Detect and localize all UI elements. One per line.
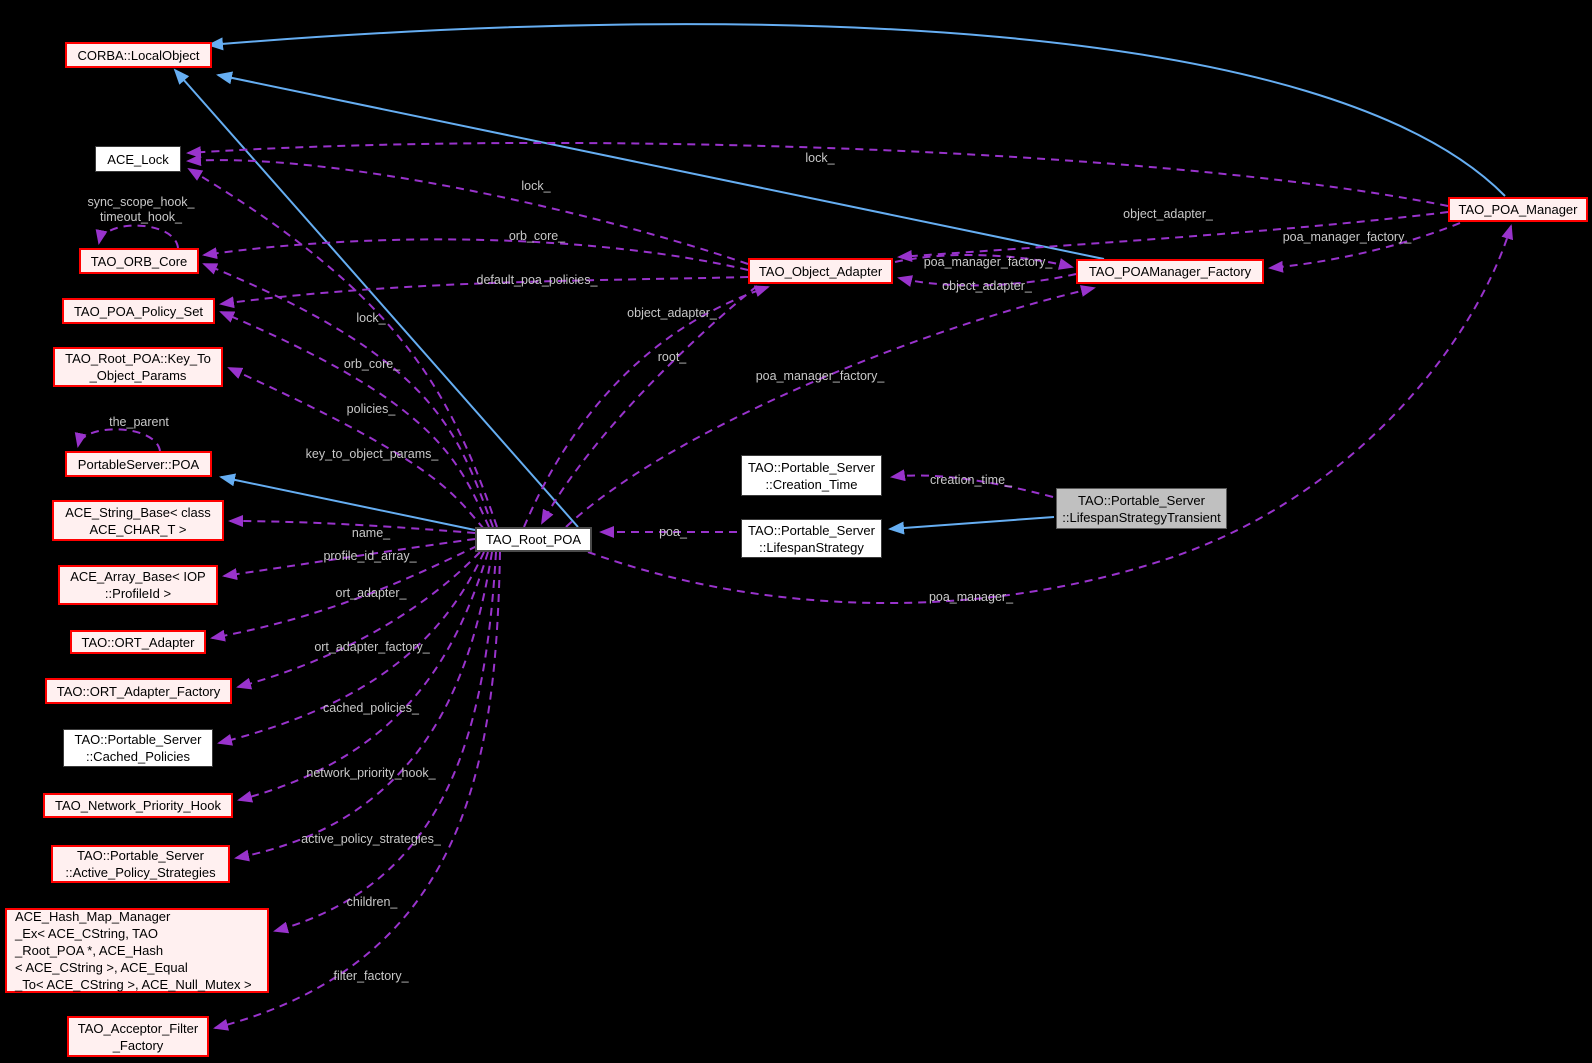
edge-label-ort-adapter: ort_adapter_: [336, 586, 408, 600]
edge-label-cached-policies: cached_policies_: [323, 701, 420, 715]
edge-root-poa-orb-core: [202, 263, 494, 528]
edge-label-poa: poa_: [659, 525, 688, 539]
edge-object-adapter-lock: [186, 154, 749, 265]
node-tao-network-priority-hook[interactable]: TAO_Network_Priority_Hook: [43, 793, 233, 818]
edge-poa-manager-object-adapter: [897, 211, 1449, 263]
edge-root-poa-lock: [187, 167, 498, 528]
edge-label-key-to-object-params: key_to_object_params_: [306, 447, 440, 461]
node-tao-portable-server-creation-time[interactable]: TAO::Portable_Server ::Creation_Time: [741, 455, 882, 496]
edge-label-poa-manager-factory: poa_manager_factory_: [924, 255, 1054, 269]
node-tao-portable-server-cached-policies[interactable]: TAO::Portable_Server ::Cached_Policies: [63, 729, 213, 767]
edge-root-poa-policies: [219, 311, 490, 528]
node-tao-poamanager-factory[interactable]: TAO_POAManager_Factory: [1076, 259, 1264, 284]
edge-root-poa-cached-policies: [217, 551, 485, 746]
edge-label-lock: lock_: [521, 179, 551, 193]
edge-label-name: name_: [352, 526, 391, 540]
edge-label-object-adapter: object_adapter_: [627, 306, 718, 320]
node-tao-ort-adapter-factory[interactable]: TAO::ORT_Adapter_Factory: [45, 678, 232, 704]
edge-root-poa-children: [273, 551, 497, 934]
edge-object-adapter-orb-core: [202, 238, 749, 271]
edge-label-children: children_: [347, 895, 399, 909]
edge-label-poa-manager-factory: poa_manager_factory_: [756, 369, 886, 383]
node-tao-orb-core[interactable]: TAO_ORB_Core: [79, 248, 199, 274]
edge-label-object-adapter: object_adapter_: [942, 279, 1033, 293]
edge-label-default-poa-policies: default_poa_policies_: [477, 273, 599, 287]
node-corba-localobject[interactable]: CORBA::LocalObject: [65, 42, 212, 68]
edge-poa-manager-poa-manager-factory: [1268, 222, 1461, 273]
edge-label-root: root_: [658, 350, 688, 364]
node-ace-string-base[interactable]: ACE_String_Base< class ACE_CHAR_T >: [52, 500, 224, 541]
edge-label-lock: lock_: [805, 151, 835, 165]
node-tao-portable-server-lifespanstrategy[interactable]: TAO::Portable_Server ::LifespanStrategy: [741, 519, 882, 558]
edge-label-poa-manager-factory: poa_manager_factory_: [1283, 230, 1413, 244]
edge-root-poa-profile-id-array: [222, 538, 476, 581]
edge-root-poa-object-adapter: [523, 285, 770, 528]
edge-label-filter-factory: filter_factory_: [333, 969, 409, 983]
edge-root-poa-active-policy-strategies: [234, 551, 493, 862]
edge-label-timeout-hook: timeout_hook_: [100, 210, 183, 224]
edge-portableserver-poa-self-loop: [74, 428, 161, 452]
edge-label-creation-time: creation_time_: [930, 473, 1013, 487]
node-tao-poa-policy-set[interactable]: TAO_POA_Policy_Set: [62, 298, 215, 324]
node-tao-root-poa-key-to-object-params[interactable]: TAO_Root_POA::Key_To _Object_Params: [53, 347, 223, 387]
node-tao-object-adapter[interactable]: TAO_Object_Adapter: [748, 258, 893, 284]
edge-label-object-adapter: object_adapter_: [1123, 207, 1214, 221]
edge-object-adapter-poa-manager-factory: [894, 253, 1074, 270]
node-ace-lock[interactable]: ACE_Lock: [95, 146, 181, 172]
edge-object-adapter-default-poa-policies: [219, 276, 749, 309]
edge-inherit-lifespantransient-to-lifespanstrategy: [888, 516, 1055, 535]
node-tao-poa-manager[interactable]: TAO_POA_Manager: [1448, 197, 1588, 222]
edge-label-sync-scope-hook: sync_scope_hook_: [87, 195, 195, 209]
edge-label-network-priority-hook: network_priority_hook_: [306, 766, 436, 780]
edge-label-active-policy-strategies: active_policy_strategies_: [301, 832, 442, 846]
node-portableserver-poa[interactable]: PortableServer::POA: [65, 451, 212, 477]
edge-inherit-root-poa-to-localobject: [173, 68, 579, 528]
node-ace-array-base[interactable]: ACE_Array_Base< IOP ::ProfileId >: [58, 565, 218, 605]
edge-label-lock: lock_: [356, 311, 386, 325]
edge-label-the-parent: the_parent: [109, 415, 169, 429]
node-ace-hash-map-manager[interactable]: ACE_Hash_Map_Manager _Ex< ACE_CString, T…: [5, 908, 269, 993]
node-tao-root-poa[interactable]: TAO_Root_POA: [475, 527, 592, 552]
edge-label-orb-core: orb_core_: [344, 357, 401, 371]
node-tao-portable-server-active-policy-strategies[interactable]: TAO::Portable_Server ::Active_Policy_Str…: [51, 845, 230, 883]
edge-inherit-root-poa-to-portableserver-poa: [219, 473, 476, 531]
node-tao-portable-server-lifespanstrategytransient[interactable]: TAO::Portable_Server ::LifespanStrategyT…: [1056, 488, 1227, 529]
edge-root-poa-filter-factory: [213, 551, 501, 1031]
edge-label-policies: policies_: [347, 402, 397, 416]
edge-root-poa-key-to-object-params: [227, 367, 485, 530]
edge-root-poa-ort-adapter: [210, 545, 478, 642]
node-tao-acceptor-filter-factory[interactable]: TAO_Acceptor_Filter _Factory: [67, 1016, 209, 1057]
edge-label-poa-manager: poa_manager_: [929, 590, 1014, 604]
edge-root-poa-name: [228, 515, 476, 534]
edge-root-poa-poa-manager: [587, 224, 1514, 605]
edge-orb-core-self-loop: [95, 224, 179, 249]
edge-root-poa-network-priority-hook: [237, 551, 489, 803]
edge-inherit-poa-manager-to-localobject: [207, 23, 1506, 197]
edge-poa-manager-factory-object-adapter: [897, 273, 1077, 287]
edge-label-profile-id-array: profile_id_array_: [323, 549, 417, 563]
edge-label-ort-adapter-factory: ort_adapter_factory_: [314, 640, 430, 654]
node-tao-ort-adapter[interactable]: TAO::ORT_Adapter: [70, 630, 206, 654]
edge-root-poa-poa-manager-factory: [565, 285, 1096, 528]
edge-root-poa-ort-adapter-factory: [236, 551, 481, 690]
edge-label-orb-core: orb_core_: [509, 229, 566, 243]
edge-inherit-poamanager-factory-to-localobject: [216, 71, 1105, 260]
edge-object-adapter-root: [541, 285, 758, 525]
